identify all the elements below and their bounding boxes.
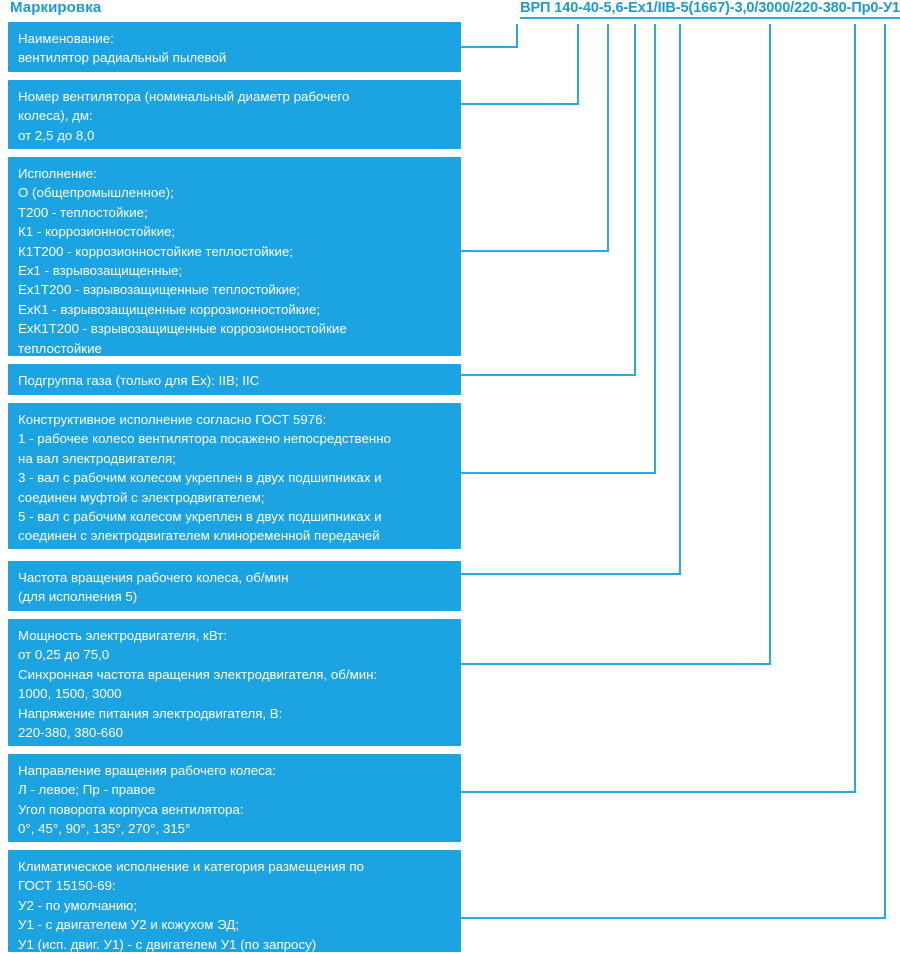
label-block-podgruppa-gaza: Подгруппа газа (только для Ex): IIB; IIC <box>8 364 461 395</box>
leader-line-klimaticheskoe-ispolnenie <box>461 24 886 919</box>
leader-line-ispolnenie <box>461 24 609 252</box>
leader-line-napravlenie-vrashcheniya <box>461 24 856 793</box>
label-block-konstruktivnoe-ispolnenie: Конструктивное исполнение согласно ГОСТ … <box>8 403 461 549</box>
leader-line-nomer-ventilyatora <box>461 24 579 105</box>
leader-line-podgruppa-gaza <box>461 24 636 376</box>
label-block-nomer-ventilyatora: Номер вентилятора (номинальный диаметр р… <box>8 80 461 149</box>
marking-code: ВРП 140-40-5,6-Ex1/IIB-5(1667)-3,0/3000/… <box>520 0 900 19</box>
leader-line-chastota-vrashcheniya <box>461 24 681 575</box>
label-block-chastota-vrashcheniya: Частота вращения рабочего колеса, об/мин… <box>8 561 461 611</box>
leader-line-moshchnost-elektrodvigatelya <box>461 24 771 665</box>
label-block-ispolnenie: Исполнение: О (общепромышленное); Т200 -… <box>8 157 461 356</box>
label-block-napravlenie-vrashcheniya: Направление вращения рабочего колеса: Л … <box>8 754 461 842</box>
marking-code-text: ВРП 140-40-5,6-Ex1/IIB-5(1667)-3,0/3000/… <box>520 0 900 19</box>
page-title: Маркировка <box>10 0 102 16</box>
label-block-moshchnost-elektrodvigatelya: Мощность электродвигателя, кВт: от 0,25 … <box>8 619 461 746</box>
label-block-naimenovanie: Наименование: вентилятор радиальный пыле… <box>8 22 461 72</box>
label-block-klimaticheskoe-ispolnenie: Климатическое исполнение и категория раз… <box>8 850 461 952</box>
leader-line-konstruktivnoe-ispolnenie <box>461 24 656 474</box>
leader-line-naimenovanie <box>461 24 518 48</box>
